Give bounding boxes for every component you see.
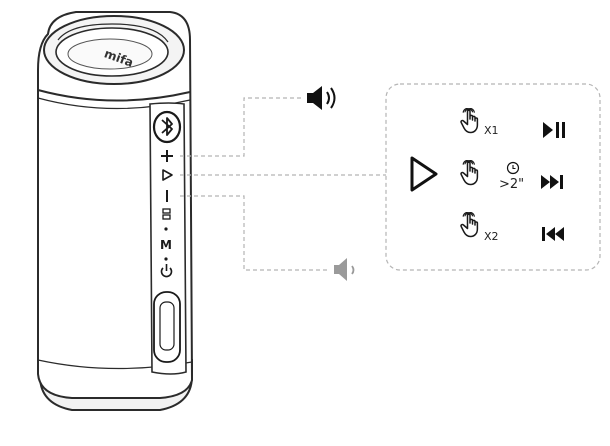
volume-up-button[interactable]: [161, 150, 173, 162]
tap-count-label: X1: [484, 124, 499, 137]
tap-count-label: X2: [484, 230, 499, 243]
speaker-quiet-icon: [334, 258, 355, 281]
speaker-loud-icon: [307, 86, 336, 110]
double-tap-row: X2: [460, 212, 564, 243]
speaker-body: mifa M: [37, 11, 194, 411]
hold-duration-label: >2": [499, 177, 524, 192]
mode-label: M: [160, 238, 172, 252]
clock-icon: [506, 161, 520, 175]
hold-row: >2": [460, 160, 563, 192]
separator-dot: [164, 227, 168, 231]
bluetooth-button[interactable]: [152, 110, 182, 144]
leader-lines: [180, 97, 386, 271]
power-icon: [160, 267, 173, 278]
play-pause-icon: [543, 122, 565, 138]
play-pause-button[interactable]: [162, 169, 173, 181]
next-track-icon: [541, 175, 563, 189]
previous-track-icon: [542, 227, 564, 241]
play-outline-icon: [410, 156, 438, 192]
volume-down-leader: [180, 195, 330, 271]
play-panel: X1 >2" X2: [385, 83, 601, 271]
mode-button[interactable]: M: [160, 238, 172, 252]
port-cover[interactable]: [153, 291, 181, 363]
power-button[interactable]: [160, 264, 173, 278]
volume-up-leader: [180, 97, 304, 157]
tws-button[interactable]: [162, 208, 171, 220]
play-icon: [162, 169, 173, 181]
bluetooth-icon: [161, 117, 173, 136]
separator-dot: [164, 257, 168, 261]
single-tap-row: X1: [460, 108, 565, 138]
